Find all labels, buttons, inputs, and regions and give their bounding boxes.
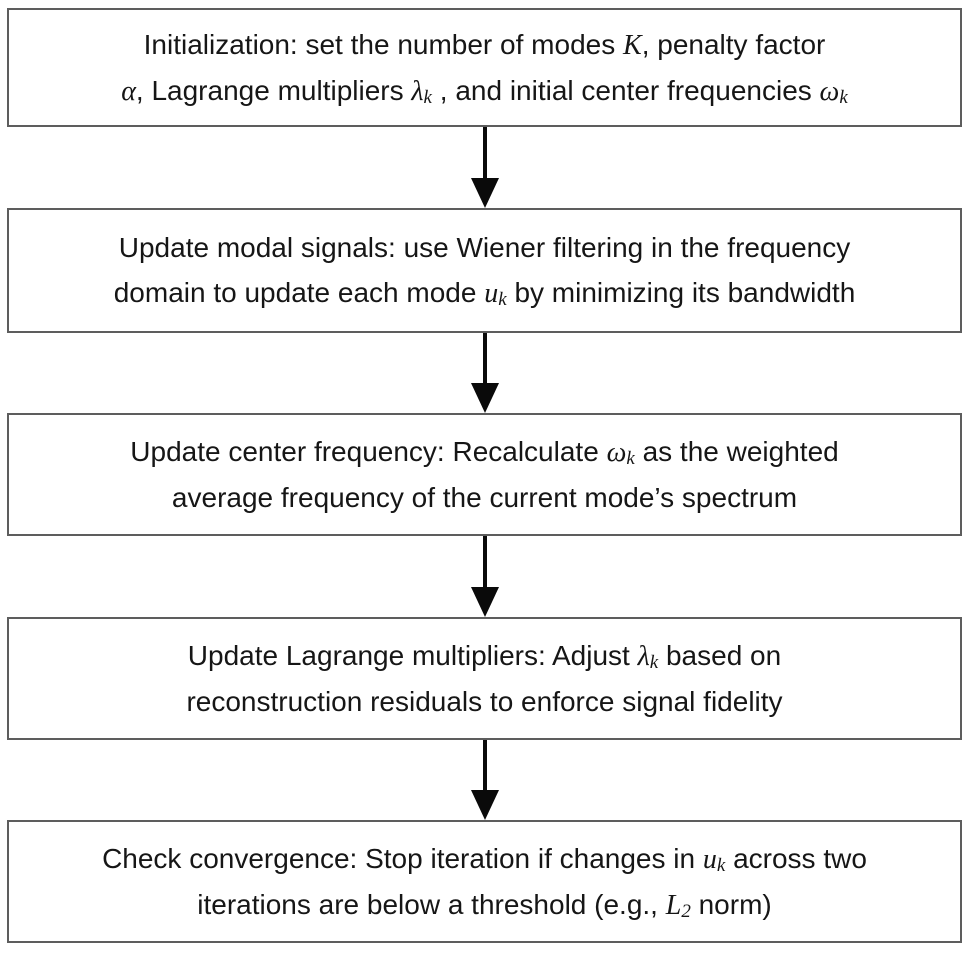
math-symbol-K: K (623, 29, 642, 61)
math-symbol-alpha: α (121, 75, 136, 107)
text-segment: domain to update each mode (113, 277, 485, 308)
flow-box-check-convergence: Check convergence: Stop iteration if cha… (7, 820, 962, 943)
text-segment: iterations are below a threshold (e.g., (197, 888, 666, 920)
down-arrow-icon (471, 740, 499, 820)
math-symbol-u: u (484, 278, 499, 309)
arrow-stem (483, 740, 487, 790)
arrow-stem (483, 127, 487, 178)
math-symbol-u: u (702, 843, 717, 875)
math-symbol-omega: ω (606, 437, 627, 468)
flow-box-update-modal-signals-text: Update modal signals: use Wiener filteri… (114, 225, 856, 316)
math-subscript-k: k (423, 86, 432, 108)
text-segment: Update modal signals: use Wiener filteri… (118, 232, 851, 263)
arrow-stem (483, 536, 487, 587)
text-segment: as the weighted (634, 436, 839, 467)
flow-box-update-modal-signals: Update modal signals: use Wiener filteri… (7, 208, 962, 333)
flow-box-update-lagrange-multipliers-text: Update Lagrange multipliers: Adjust λk b… (186, 633, 782, 724)
down-arrow-icon (471, 127, 499, 208)
text-segment: across two (725, 842, 867, 874)
text-segment: Initialization: set the number of modes (143, 28, 623, 60)
math-subscript-k: k (626, 448, 635, 470)
text-segment: , Lagrange multipliers (135, 74, 412, 106)
text-segment: average frequency of the current mode’s … (171, 482, 798, 513)
arrow-head (471, 790, 499, 820)
math-subscript-k: k (716, 854, 726, 876)
math-subscript-k: k (649, 652, 659, 674)
math-subscript-k: k (839, 86, 848, 108)
math-symbol-L: L (665, 889, 682, 921)
flow-box-check-convergence-text: Check convergence: Stop iteration if cha… (102, 836, 867, 928)
arrow-stem (483, 333, 487, 383)
arrow-head (471, 178, 499, 208)
math-symbol-lambda: λ (637, 641, 650, 672)
arrow-head (471, 587, 499, 617)
text-segment: based on (658, 640, 782, 671)
text-segment: norm) (690, 888, 772, 920)
text-segment: , and initial center frequencies (431, 74, 820, 106)
math-subscript-k: k (498, 289, 507, 311)
text-segment: by minimizing its bandwidth (506, 277, 856, 308)
text-segment: Update Lagrange multipliers: Adjust (187, 640, 638, 671)
flow-box-initialization: Initialization: set the number of modes … (7, 8, 962, 127)
flow-box-update-center-frequency-text: Update center frequency: Recalculate ωk … (130, 429, 838, 520)
text-segment: Check convergence: Stop iteration if cha… (102, 842, 703, 874)
flow-box-initialization-text: Initialization: set the number of modes … (121, 22, 848, 114)
flow-box-update-center-frequency: Update center frequency: Recalculate ωk … (7, 413, 962, 536)
math-subscript-2: 2 (681, 900, 691, 922)
flow-box-update-lagrange-multipliers: Update Lagrange multipliers: Adjust λk b… (7, 617, 962, 740)
down-arrow-icon (471, 333, 499, 413)
math-symbol-omega: ω (819, 75, 840, 107)
math-symbol-lambda: λ (411, 75, 424, 107)
arrow-head (471, 383, 499, 413)
text-segment: , penalty factor (641, 28, 826, 60)
down-arrow-icon (471, 536, 499, 617)
text-segment: reconstruction residuals to enforce sign… (186, 686, 783, 717)
text-segment: Update center frequency: Recalculate (130, 436, 607, 467)
